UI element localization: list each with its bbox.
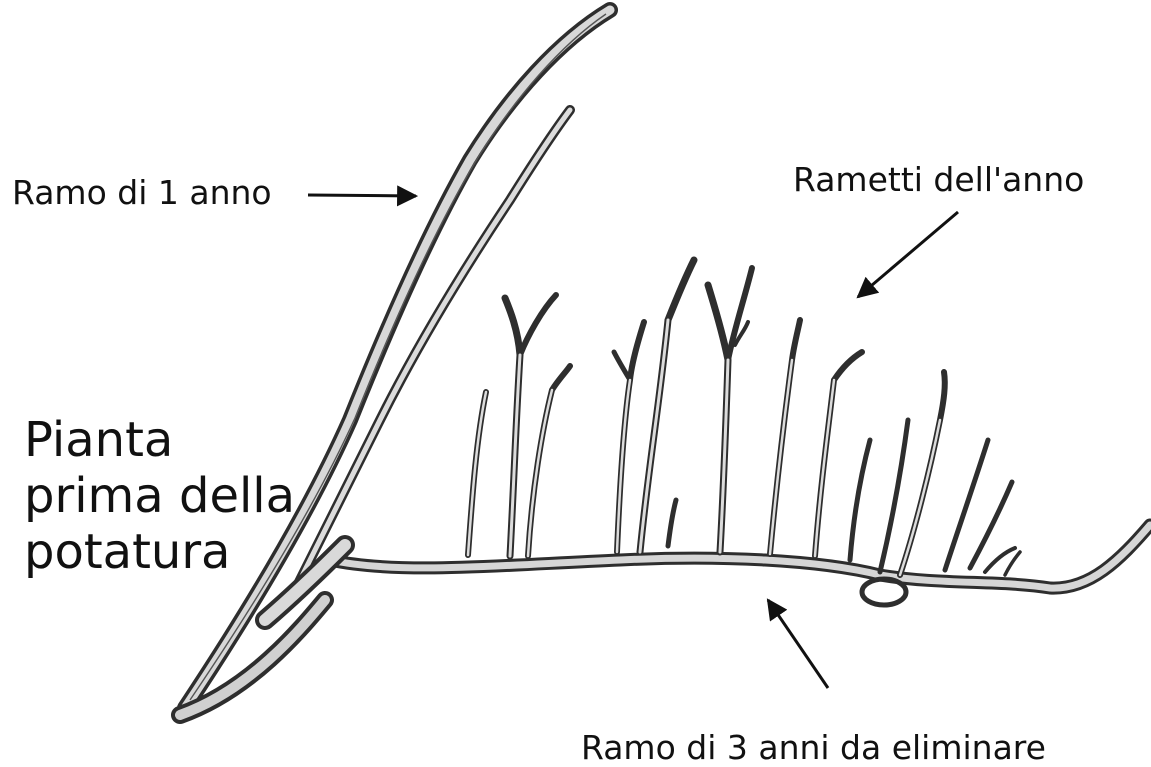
arrow-ramo-3-anni [768,600,828,688]
arrow-rametti-anno [858,212,958,297]
one-year-cane [180,10,610,715]
label-rametti-anno: Rametti dell'anno [793,163,1084,196]
current-year-shoots [468,260,1020,575]
label-pianta-line-2: prima della [24,468,324,524]
label-pianta-prima-potatura: Pianta prima della potatura [24,412,324,580]
arrow-ramo-1-anno [308,195,416,196]
label-pianta-line-1: Pianta [24,412,324,468]
annotation-arrows [308,195,958,688]
label-pianta-line-3: potatura [24,524,324,580]
label-ramo-3-anni: Ramo di 3 anni da eliminare [581,731,1046,764]
label-ramo-1-anno: Ramo di 1 anno [12,176,272,209]
three-year-branch [265,525,1150,620]
